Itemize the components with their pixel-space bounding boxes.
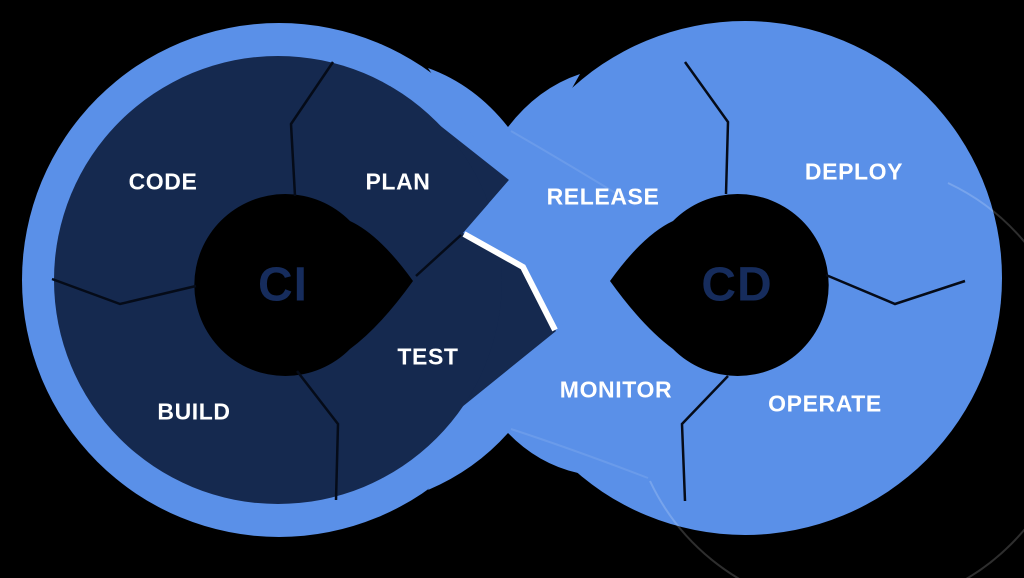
crossover-separator-line	[462, 231, 558, 332]
ci-segment-label-test: TEST	[397, 343, 459, 370]
cd-segment-dividers	[680, 61, 966, 502]
cd-segment-label-release: RELEASE	[546, 183, 660, 210]
ci-segment-label-build: BUILD	[157, 398, 231, 425]
ci-segment-label-plan: PLAN	[365, 168, 431, 195]
cd-segment-label-operate: OPERATE	[768, 390, 882, 417]
cd-segment-label-monitor: MONITOR	[559, 376, 673, 403]
cd-center-hole	[610, 194, 829, 376]
crossing-band-seams	[510, 130, 649, 479]
ci-center-hole	[194, 194, 413, 377]
cd-crossover-wedge	[463, 180, 583, 331]
cd-segment-label-deploy: DEPLOY	[804, 158, 904, 185]
cd-center-label: CD	[701, 258, 773, 312]
bottom-crossing-band	[428, 356, 578, 490]
cd-inner-ring-seam	[649, 182, 1024, 578]
ci-center-label: CI	[258, 258, 308, 312]
ci-segment-dividers	[51, 61, 462, 501]
top-crossing-band	[428, 68, 580, 195]
ci-segment-label-code: CODE	[128, 168, 198, 195]
